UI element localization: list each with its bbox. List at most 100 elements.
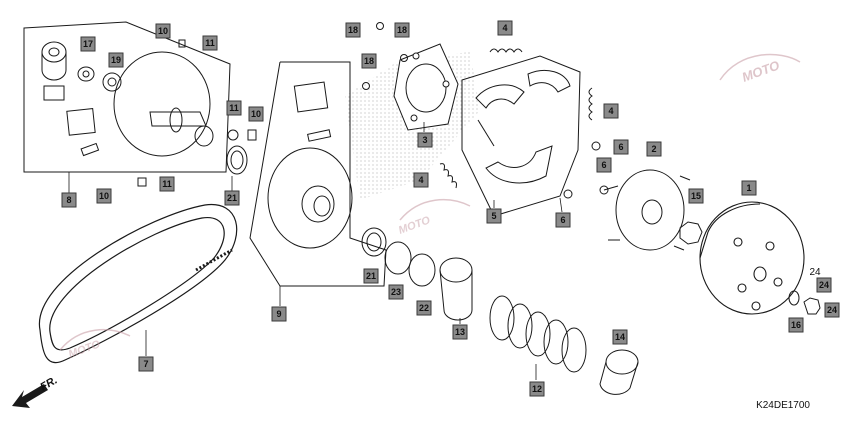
front-direction-arrow-icon [12, 384, 48, 408]
callout-18-c: 18 [361, 53, 377, 69]
callout-label: 1 [746, 183, 751, 193]
clutch-plate-3 [393, 43, 459, 131]
slider-piece [43, 85, 65, 101]
callout-4-top: 4 [497, 20, 513, 36]
callout-label: 6 [618, 142, 623, 152]
screw-10-top [178, 39, 186, 48]
spring-4-top [489, 48, 523, 53]
collar-14-body [599, 361, 639, 395]
screw-10-mid [247, 129, 257, 141]
nut-6-c [599, 185, 609, 195]
spring-12 [489, 295, 587, 373]
callout-24-a: 24 [816, 277, 832, 293]
callout-9: 9 [271, 306, 287, 322]
shoe-pin [477, 119, 495, 147]
instruction-sheet [66, 108, 96, 136]
callout-1: 1 [741, 180, 757, 196]
collar-13-body [439, 269, 473, 321]
callout-label: 10 [158, 26, 168, 36]
drive-belt [39, 203, 238, 364]
assembly-frame-9 [249, 61, 387, 287]
callout-22: 22 [416, 300, 432, 316]
nut-6-b [591, 141, 601, 151]
callout-label: 8 [66, 195, 71, 205]
seal-21-left [226, 145, 248, 175]
nut-24 [803, 297, 821, 315]
nut-15 [679, 221, 703, 245]
nut-18-b [400, 54, 408, 62]
callout-2: 2 [646, 141, 662, 157]
callout-6-c: 6 [596, 157, 612, 173]
callout-15: 15 [688, 188, 704, 204]
callout-4-right: 4 [603, 103, 619, 119]
diagram-code: K24DE1700 [756, 400, 810, 411]
assembly-frame-8 [23, 21, 231, 173]
o-ring-23 [384, 241, 412, 275]
callout-10-mid: 10 [248, 106, 264, 122]
collar-part [41, 41, 67, 63]
o-ring-22 [408, 253, 436, 287]
callout-8: 8 [61, 192, 77, 208]
shoe-upper-left [475, 84, 525, 109]
callout-14: 14 [612, 329, 628, 345]
callout-4-mid: 4 [413, 172, 429, 188]
callout-11-bot: 11 [159, 176, 175, 192]
callout-23: 23 [388, 284, 404, 300]
collar-bore [48, 47, 60, 57]
callout-label: 6 [560, 215, 565, 225]
driven-face-assembly [249, 61, 387, 287]
shoe-lower [485, 145, 553, 184]
screw-10-bottom [137, 177, 147, 187]
callout-12: 12 [529, 381, 545, 397]
callout-label: 5 [491, 211, 496, 221]
callout-label: 9 [276, 309, 281, 319]
callout-label: 19 [111, 55, 121, 65]
callout-13: 13 [452, 324, 468, 340]
watermark-swoosh [59, 53, 801, 351]
callout-label: 12 [532, 384, 542, 394]
spring-4-mid [439, 163, 457, 189]
callout-label: 7 [143, 359, 148, 369]
spring-4-right [588, 87, 593, 121]
callout-label: 22 [419, 303, 429, 313]
callout-10-top: 10 [155, 23, 171, 39]
callout-label: 4 [608, 106, 613, 116]
assembly-frame-5 [461, 55, 581, 217]
callout-24-b: 24 [824, 302, 840, 318]
callout-10-bot: 10 [96, 188, 112, 204]
shoe-upper-right [527, 70, 571, 93]
callout-label: 24 [827, 305, 837, 315]
callout-5: 5 [486, 208, 502, 224]
callout-label: 16 [791, 320, 801, 330]
callout-label: 23 [391, 287, 401, 297]
callout-3: 3 [417, 132, 433, 148]
clutch-shoe-assembly [461, 55, 581, 217]
callout-label: 14 [615, 332, 625, 342]
callout-11-top: 11 [202, 35, 218, 51]
leader-lines [68, 122, 563, 380]
callout-17: 17 [80, 36, 96, 52]
nut-6-a [563, 189, 573, 199]
callout-7: 7 [138, 356, 154, 372]
callout-label: 21 [366, 271, 376, 281]
callout-label: 11 [229, 103, 239, 113]
callout-6-b: 6 [613, 139, 629, 155]
callout-label: 18 [364, 56, 374, 66]
callout-6-a: 6 [555, 212, 571, 228]
callout-label: 18 [397, 25, 407, 35]
callout-label: 11 [162, 179, 172, 189]
collar-14-top [605, 349, 639, 375]
nut-18-c [362, 82, 370, 90]
collar-body [41, 52, 67, 81]
instruction-sheet-9 [293, 81, 329, 113]
label-24-free: 24 [809, 267, 821, 278]
nut-11-mid [227, 129, 239, 141]
drive-face-assembly [23, 21, 231, 173]
watermark-text-1: MOTO [740, 57, 782, 84]
drive-face-boss [149, 111, 207, 127]
callout-label: 11 [205, 38, 215, 48]
callout-21-left: 21 [224, 190, 240, 206]
callout-label: 4 [418, 175, 423, 185]
nut-18-a [376, 22, 384, 30]
